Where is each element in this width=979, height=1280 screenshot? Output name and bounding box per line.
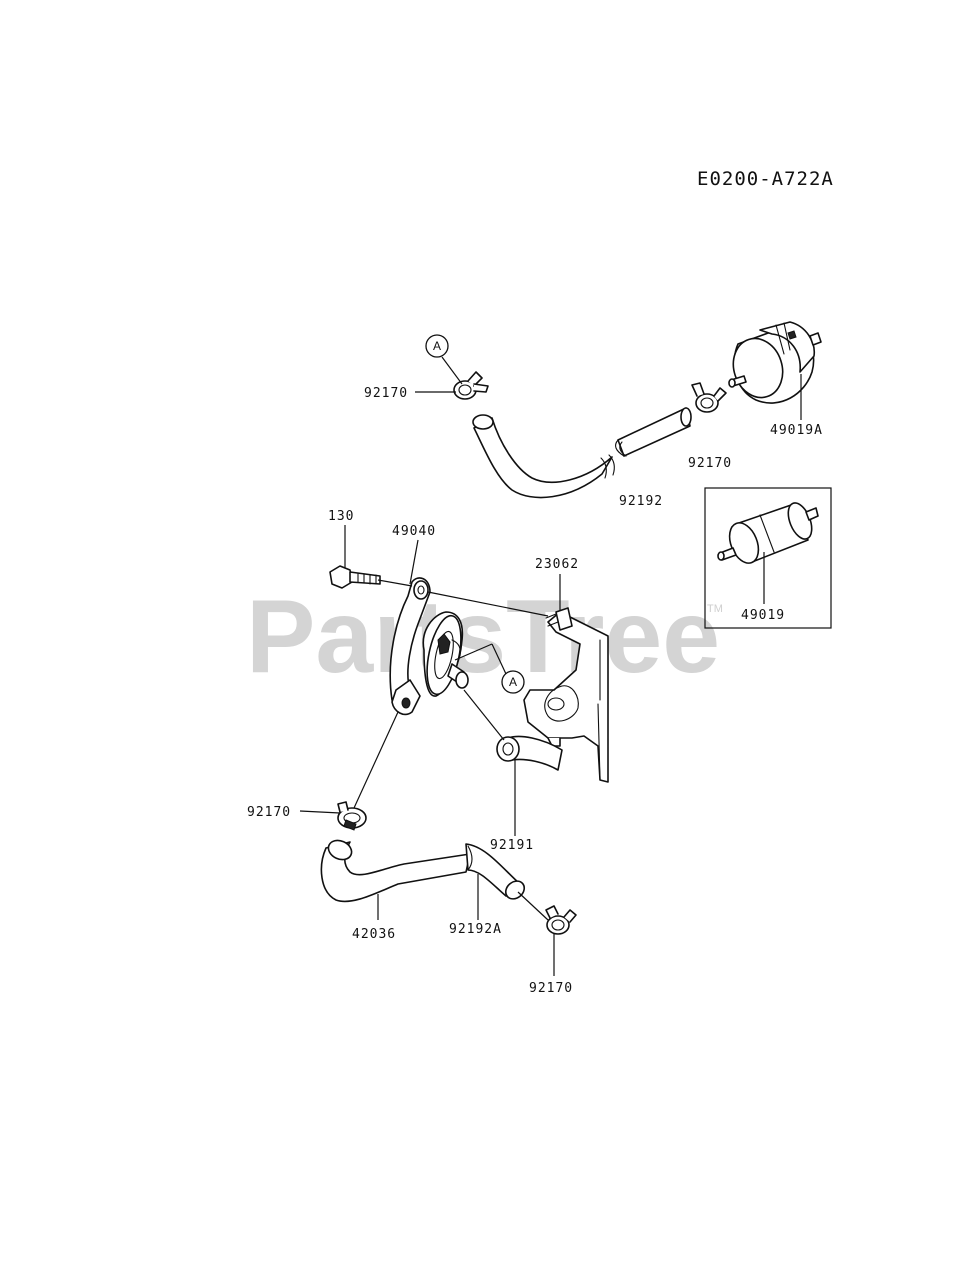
- fuel-filter-49019: [717, 502, 819, 564]
- bracket-49040: [389, 577, 431, 716]
- fuel-filter-49019a: [728, 321, 822, 404]
- part-label-92192a: 92192A: [449, 922, 502, 937]
- part-label-23062: 23062: [535, 557, 579, 572]
- bracket-23062: [523, 607, 609, 783]
- hose-clamp-top-right: [691, 382, 727, 413]
- svg-text:A: A: [433, 339, 441, 353]
- hose-clamp-top-left: [453, 371, 489, 400]
- part-label-92191: 92191: [490, 838, 534, 853]
- part-label-92170-bottom: 92170: [529, 981, 573, 996]
- watermark-text: PartsTree: [246, 579, 720, 695]
- hose-92191: [496, 735, 563, 771]
- part-label-130: 130: [328, 509, 354, 524]
- leader-lines: [299, 356, 802, 976]
- part-label-49040: 49040: [392, 524, 436, 539]
- part-label-49019: 49019: [741, 608, 785, 623]
- part-label-49019a: 49019A: [770, 423, 823, 438]
- svg-text:A: A: [509, 675, 517, 689]
- watermark-trademark: TM: [707, 603, 723, 615]
- callout-a-middle: A: [501, 670, 525, 694]
- part-label-92170-right: 92170: [688, 456, 732, 471]
- pump-assembly: [422, 611, 469, 697]
- hose-42036: [320, 839, 526, 903]
- bolt-130: [329, 565, 381, 589]
- part-label-92192: 92192: [619, 494, 663, 509]
- part-label-92170-mid: 92170: [247, 805, 291, 820]
- inset-frame: [704, 487, 832, 629]
- part-label-42036: 42036: [352, 927, 396, 942]
- hose-clamp-bottom: [545, 905, 577, 935]
- part-label-92170-top: 92170: [364, 386, 408, 401]
- hose-clamp-middle-left: [337, 801, 367, 831]
- callout-a-top: A: [425, 334, 449, 358]
- diagram-code: E0200-A722A: [697, 168, 834, 190]
- fuel-hose-upper: [472, 407, 692, 499]
